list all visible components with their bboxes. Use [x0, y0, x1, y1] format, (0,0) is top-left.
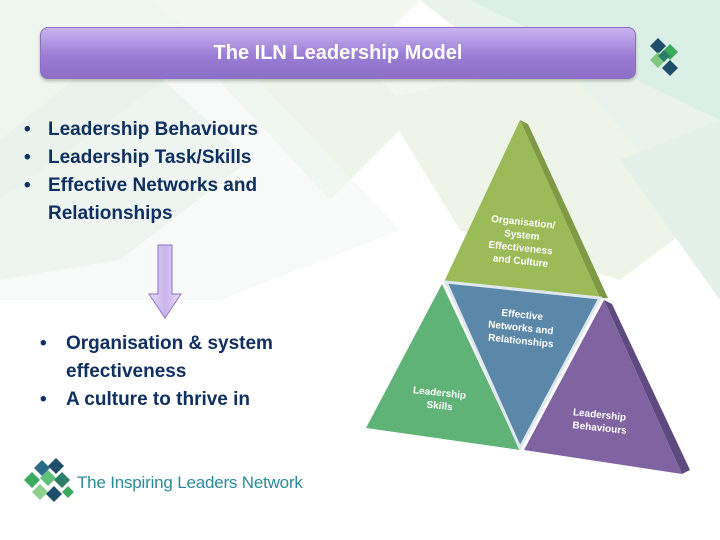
list-item: •Leadership Behaviours	[24, 116, 324, 144]
right-triangle	[524, 300, 682, 474]
list-item: •Effective Networks and Relationships	[24, 172, 324, 228]
list-item: •Leadership Task/Skills	[24, 144, 324, 172]
slide-title: The ILN Leadership Model	[213, 41, 463, 64]
right-triangle-side	[604, 300, 690, 474]
bullet-glyph: •	[40, 333, 47, 354]
down-arrow-icon	[148, 244, 182, 319]
bullet-glyph: •	[40, 389, 47, 410]
bullet-list-bottom: •Organisation & system effectiveness •A …	[40, 330, 330, 414]
bullet-glyph: •	[24, 119, 31, 140]
left-triangle	[366, 284, 520, 450]
iln-logo-icon	[650, 38, 678, 76]
top-triangle-side	[520, 120, 608, 298]
list-item: •A culture to thrive in	[40, 386, 330, 414]
center-triangle	[443, 280, 603, 452]
bullet-list-top: •Leadership Behaviours •Leadership Task/…	[24, 116, 324, 228]
bullet-glyph: •	[24, 175, 31, 196]
leadership-pyramid: Organisation/ System Effectiveness and C…	[366, 120, 690, 474]
bullet-glyph: •	[24, 147, 31, 168]
top-triangle	[444, 120, 600, 298]
title-bar: The ILN Leadership Model	[40, 27, 636, 79]
list-item: •Organisation & system effectiveness	[40, 330, 330, 386]
brand-name: The Inspiring Leaders Network	[77, 473, 303, 492]
iln-logo-icon	[24, 458, 74, 502]
